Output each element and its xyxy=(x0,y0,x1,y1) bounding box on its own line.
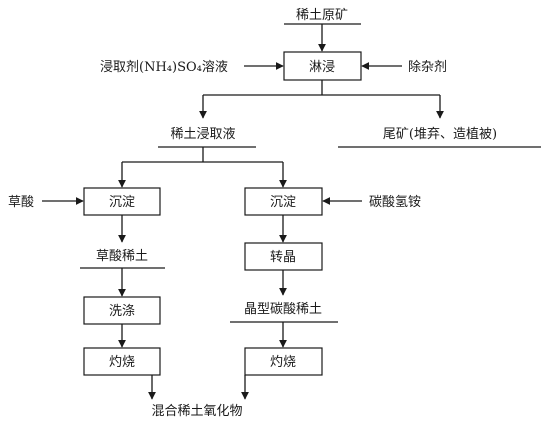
precip-right-label: 沉淀 xyxy=(270,195,296,210)
crystal-transform-label: 转晶 xyxy=(270,250,296,265)
impurity-agent-label: 除杂剂 xyxy=(408,60,447,75)
leach-box-label: 淋浸 xyxy=(309,60,335,75)
crystal-transform-box xyxy=(244,242,323,271)
washing-box xyxy=(83,296,161,325)
precip-right-box xyxy=(244,187,323,216)
leach-box xyxy=(283,51,362,81)
calcine-left-box xyxy=(83,347,161,376)
calcine-right-box xyxy=(244,347,323,376)
leachate-label: 稀土浸取液 xyxy=(170,127,235,142)
oxalic-acid-label: 草酸 xyxy=(8,195,34,210)
oxalate-label: 草酸稀土 xyxy=(96,249,148,264)
precip-left-box xyxy=(83,187,161,216)
tailings-label: 尾矿(堆弃、造植被) xyxy=(383,127,497,142)
calcine-right-label: 灼烧 xyxy=(270,355,296,370)
ammonium-bicarbonate-label: 碳酸氢铵 xyxy=(369,195,421,210)
ore-label: 稀土原矿 xyxy=(296,8,348,23)
washing-label: 洗涤 xyxy=(109,304,135,319)
precip-left-label: 沉淀 xyxy=(109,195,135,210)
calcine-left-label: 灼烧 xyxy=(109,355,135,370)
crystalline-carbonate-label: 晶型碳酸稀土 xyxy=(244,302,322,317)
mixed-oxide-label: 混合稀土氧化物 xyxy=(151,404,242,419)
leach-agent-label: 浸取剂(NH₄)SO₄溶液 xyxy=(100,60,228,75)
